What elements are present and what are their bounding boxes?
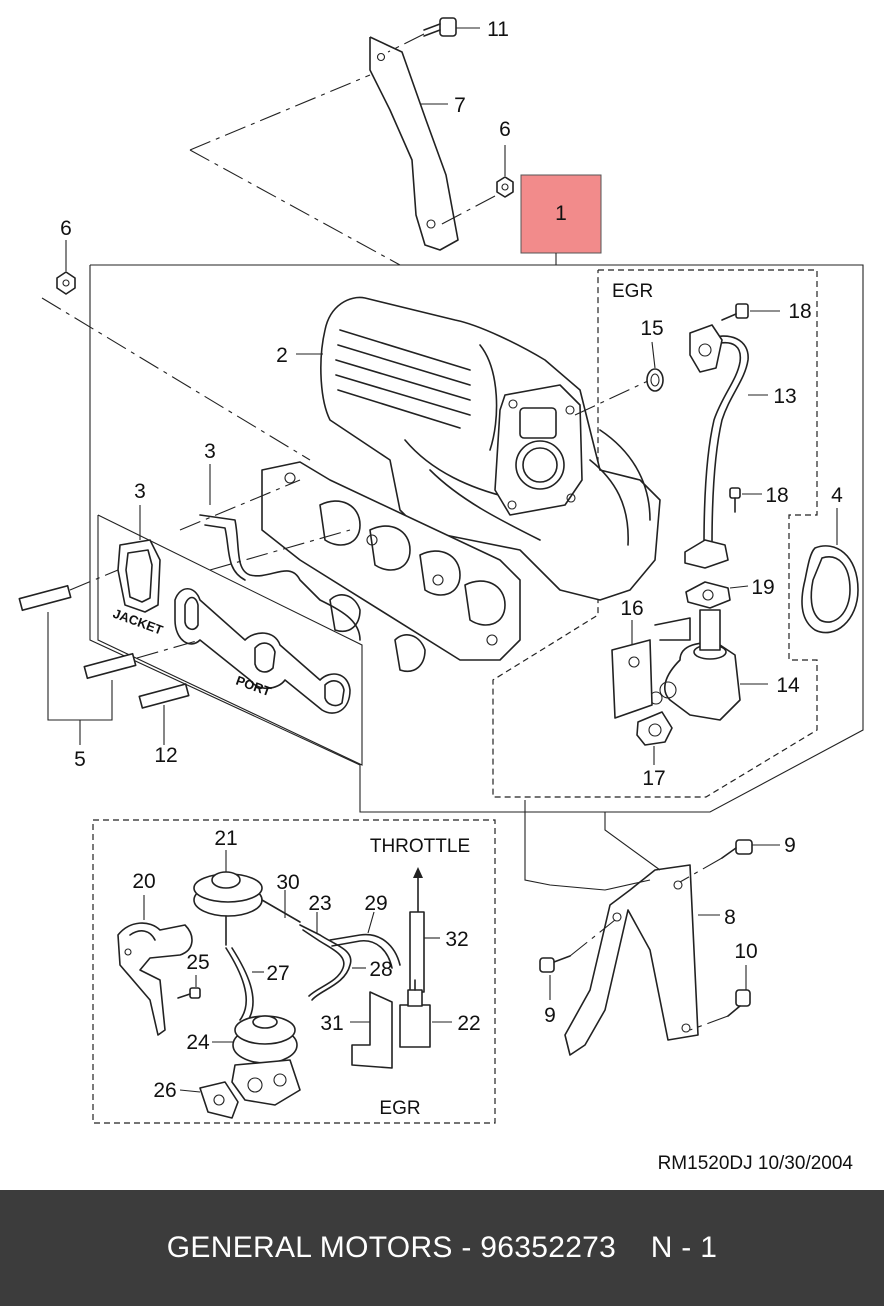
footer-part-number: GENERAL MOTORS - 96352273 N - 1 (166, 1231, 718, 1264)
bolt-11 (387, 17, 480, 53)
callout-24: 24 (186, 1031, 210, 1054)
bracket-31 (350, 991, 393, 1069)
nut-6-left (41, 240, 311, 461)
callout-labels: 2 3 3 4 5 6 6 7 8 9 9 10 11 12 13 14 15 … (60, 18, 843, 1102)
bolt-18-lower (729, 487, 762, 513)
egr-detail-box (92, 819, 496, 1124)
callout-22: 22 (457, 1012, 480, 1035)
callout-29: 29 (364, 892, 387, 915)
gasket-4 (801, 508, 859, 634)
bracket-8 (524, 800, 720, 1056)
gasket-26 (179, 1081, 239, 1119)
intake-gasket-3 (199, 464, 361, 641)
callout-18a: 18 (788, 300, 811, 323)
callout-19: 19 (751, 576, 774, 599)
footer-bar: GENERAL MOTORS - 96352273 N - 1 (0, 1190, 884, 1306)
callout-18b: 18 (765, 484, 788, 507)
nut-6-upper (439, 145, 514, 226)
stud-12 (138, 683, 190, 745)
egr-label-bottom: EGR (379, 1098, 420, 1119)
bolt-9-upper (679, 839, 780, 883)
hoses-27-28-30 (225, 890, 366, 1023)
callout-30: 30 (276, 871, 299, 894)
callout-3b: 3 (134, 480, 146, 503)
callout-8: 8 (724, 906, 736, 929)
callout-9b: 9 (544, 1004, 556, 1027)
throttle-label: THROTTLE (370, 836, 470, 857)
throttle-arrow (413, 867, 423, 916)
callout-13: 13 (773, 385, 796, 408)
callout-6b: 6 (60, 217, 72, 240)
callout-14: 14 (776, 674, 800, 697)
vacuum-modulator-21 (193, 850, 301, 946)
egr-pipe-13 (684, 324, 768, 569)
callout-4: 4 (831, 484, 843, 507)
callout-17: 17 (642, 767, 665, 790)
bolt-25 (177, 975, 201, 999)
callout-5: 5 (74, 748, 86, 771)
manifold-gasket-plate (179, 461, 521, 661)
callout-11: 11 (487, 18, 509, 41)
callout-9a: 9 (784, 834, 796, 857)
callout-28: 28 (369, 958, 392, 981)
callout-12: 12 (154, 744, 177, 767)
gasket-16 (611, 617, 691, 719)
callout-15: 15 (640, 317, 663, 340)
callout-3a: 3 (204, 440, 216, 463)
callout-21: 21 (214, 827, 237, 850)
drawing-reference: RM1520DJ 10/30/2004 (658, 1153, 854, 1174)
callout-31: 31 (320, 1012, 343, 1035)
bolt-9-lower (539, 919, 616, 1000)
egr-valve-24 (212, 1015, 301, 1106)
callout-1: 1 (555, 202, 567, 225)
callout-25: 25 (186, 951, 209, 974)
bolt-18-upper (721, 303, 780, 321)
bracket-7 (189, 36, 459, 266)
callout-16: 16 (620, 597, 643, 620)
section-labels: EGR EGR THROTTLE RM1520DJ 10/30/2004 (370, 281, 854, 1174)
callout-6a: 6 (499, 118, 511, 141)
callout-2: 2 (276, 344, 288, 367)
port-gasket: PORT (174, 587, 426, 714)
highlighted-part-1[interactable]: 1 (520, 174, 602, 265)
egr-adapter-14 (649, 609, 768, 721)
jacket-label: JACKET (111, 606, 165, 638)
hose-23-29 (316, 911, 401, 969)
exploded-parts-diagram: 1 (18, 17, 864, 1174)
bolt-10 (689, 965, 751, 1031)
bracket-20 (117, 895, 193, 1036)
gasket-19 (685, 581, 749, 609)
egr-label-top: EGR (612, 281, 653, 302)
intake-manifold-2 (296, 296, 661, 601)
callout-7: 7 (454, 94, 466, 117)
solenoid-22 (399, 979, 452, 1048)
callout-20: 20 (132, 870, 155, 893)
seal-15 (646, 341, 664, 392)
gasket-17 (636, 711, 673, 765)
callout-10: 10 (734, 940, 757, 963)
callout-27: 27 (266, 962, 289, 985)
callout-23: 23 (308, 892, 331, 915)
callout-32: 32 (445, 928, 468, 951)
callout-26: 26 (153, 1079, 176, 1102)
studs-5 (18, 569, 201, 745)
